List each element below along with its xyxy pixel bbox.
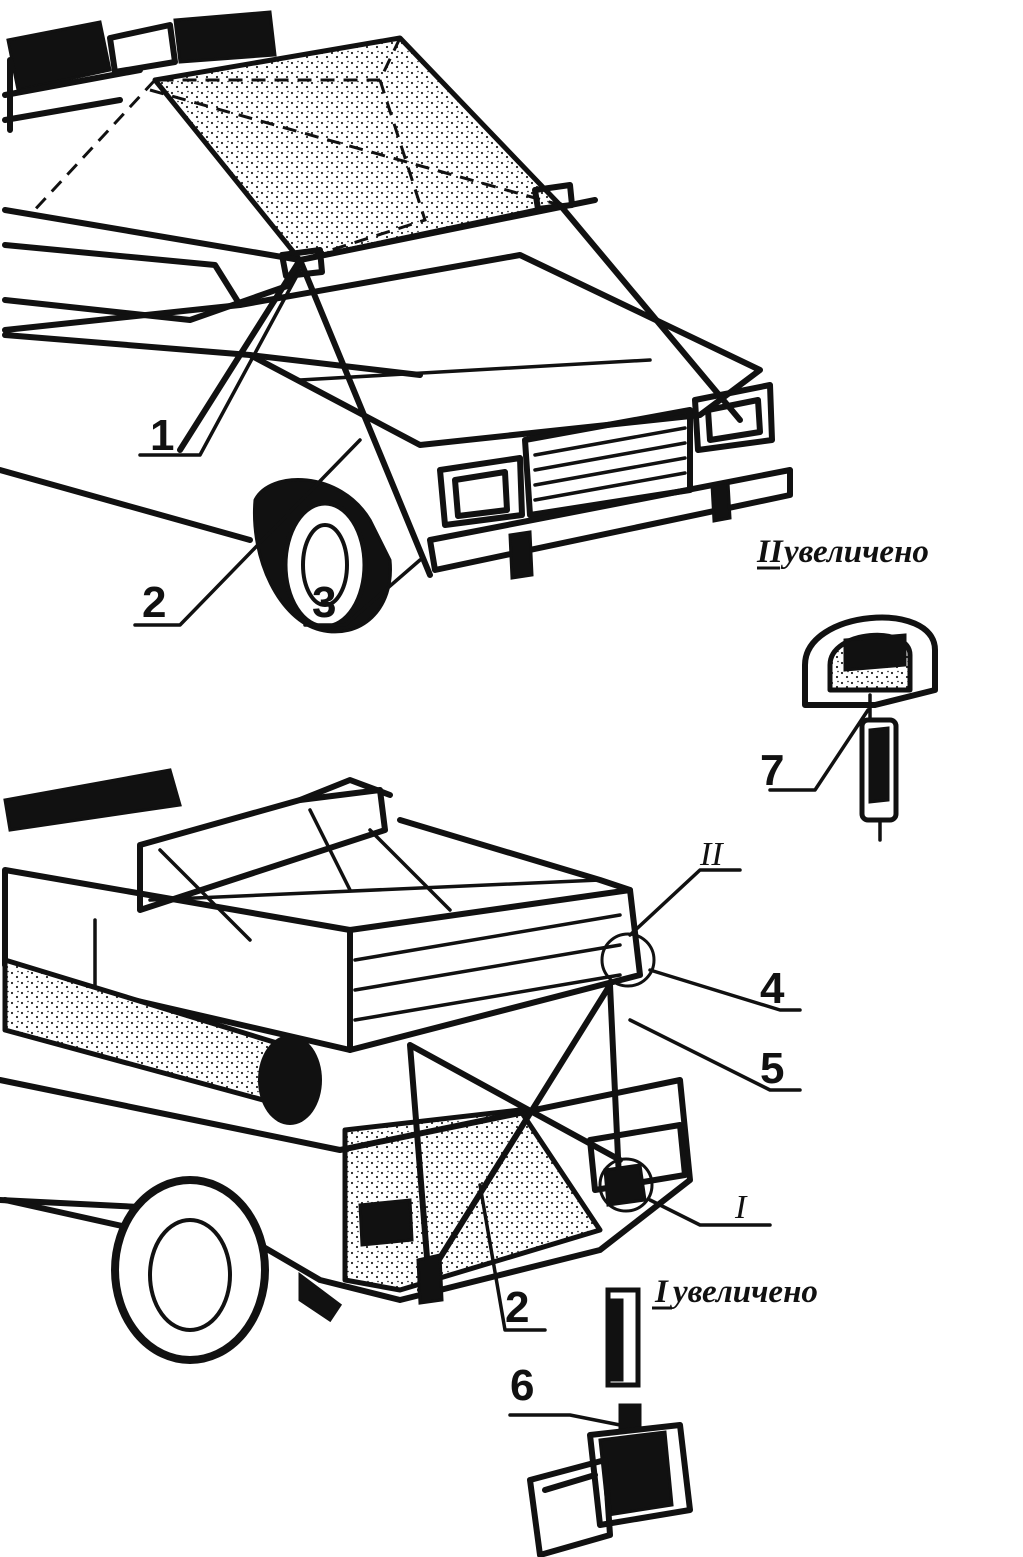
callout-rear-4: 4 (760, 964, 785, 1013)
detail-I-numeral: I (654, 1274, 669, 1310)
detail-II-numeral: II (756, 534, 784, 570)
callout-detail-I-6: 6 (510, 1361, 534, 1410)
detail-II-caption-text: увеличено (780, 534, 929, 570)
detail-I-caption-text: увеличено (669, 1274, 818, 1310)
callout-detail-II-7: 7 (760, 746, 784, 795)
detail-I-caption: I увеличено (652, 1274, 818, 1310)
callout-front-3: 3 (312, 578, 336, 627)
callout-rear-2: 2 (505, 1283, 529, 1332)
detail-II-caption: II увеличено (756, 534, 929, 570)
detail-II-illustration (768, 614, 938, 842)
front-car-illustration (0, 10, 793, 634)
detail-I-illustration (508, 1287, 693, 1557)
callout-front-2: 2 (142, 578, 166, 627)
callout-front-1: 1 (150, 411, 174, 460)
detail-marker-I: I (734, 1189, 748, 1226)
callout-rear-5: 5 (760, 1044, 784, 1093)
detail-marker-II: II (699, 836, 724, 873)
rear-car-illustration (0, 768, 802, 1364)
